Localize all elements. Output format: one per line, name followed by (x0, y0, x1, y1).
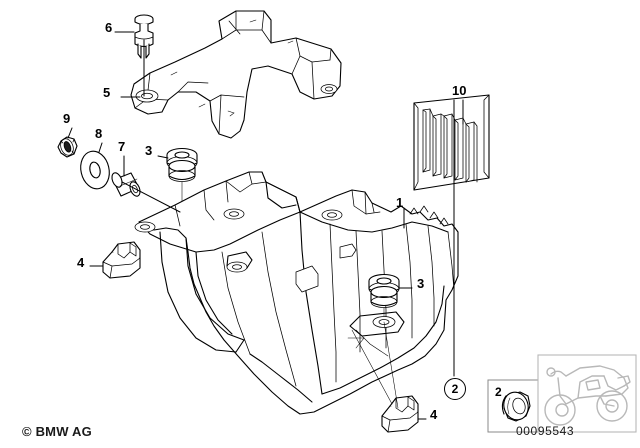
callout-9: 9 (63, 111, 71, 126)
callout-6: 6 (105, 20, 113, 35)
callout-7: 7 (118, 139, 126, 154)
part-6-expanding-rivet (134, 14, 154, 59)
callout-1: 1 (396, 195, 404, 210)
bmw-copyright: © BMW AG (22, 424, 92, 439)
part-4-spring-clip-left (102, 241, 141, 279)
leader-lines (67, 31, 464, 420)
part-3-grommet-lower (347, 273, 405, 357)
part-4-spring-clip-right (381, 395, 419, 433)
part-3-grommet-upper (166, 147, 198, 213)
callout-4-left: 4 (77, 255, 85, 270)
callout-8: 8 (95, 126, 103, 141)
callout-3-lower: 3 (417, 276, 425, 291)
callout-4-right: 4 (430, 407, 438, 422)
vehicle-thumbnail-inset (537, 354, 637, 433)
motorcycle-silhouette (544, 365, 631, 426)
part-10-ribbed-plate (413, 94, 490, 191)
part-2-rubber-mount (501, 391, 531, 422)
callout-10: 10 (452, 83, 467, 98)
callout-3-upper: 3 (145, 143, 153, 158)
diagram-number: 00095543 (516, 424, 575, 438)
part-8-washer (80, 150, 110, 190)
part-1-battery-box-housing (134, 171, 459, 415)
callout-2-inset-label: 2 (495, 385, 502, 399)
callout-2-circle: 2 (444, 378, 466, 400)
callout-5: 5 (103, 85, 111, 100)
part-5-support-bracket (130, 10, 342, 139)
part-9-hex-nut (57, 136, 78, 158)
part-2-detail-inset (487, 379, 539, 433)
